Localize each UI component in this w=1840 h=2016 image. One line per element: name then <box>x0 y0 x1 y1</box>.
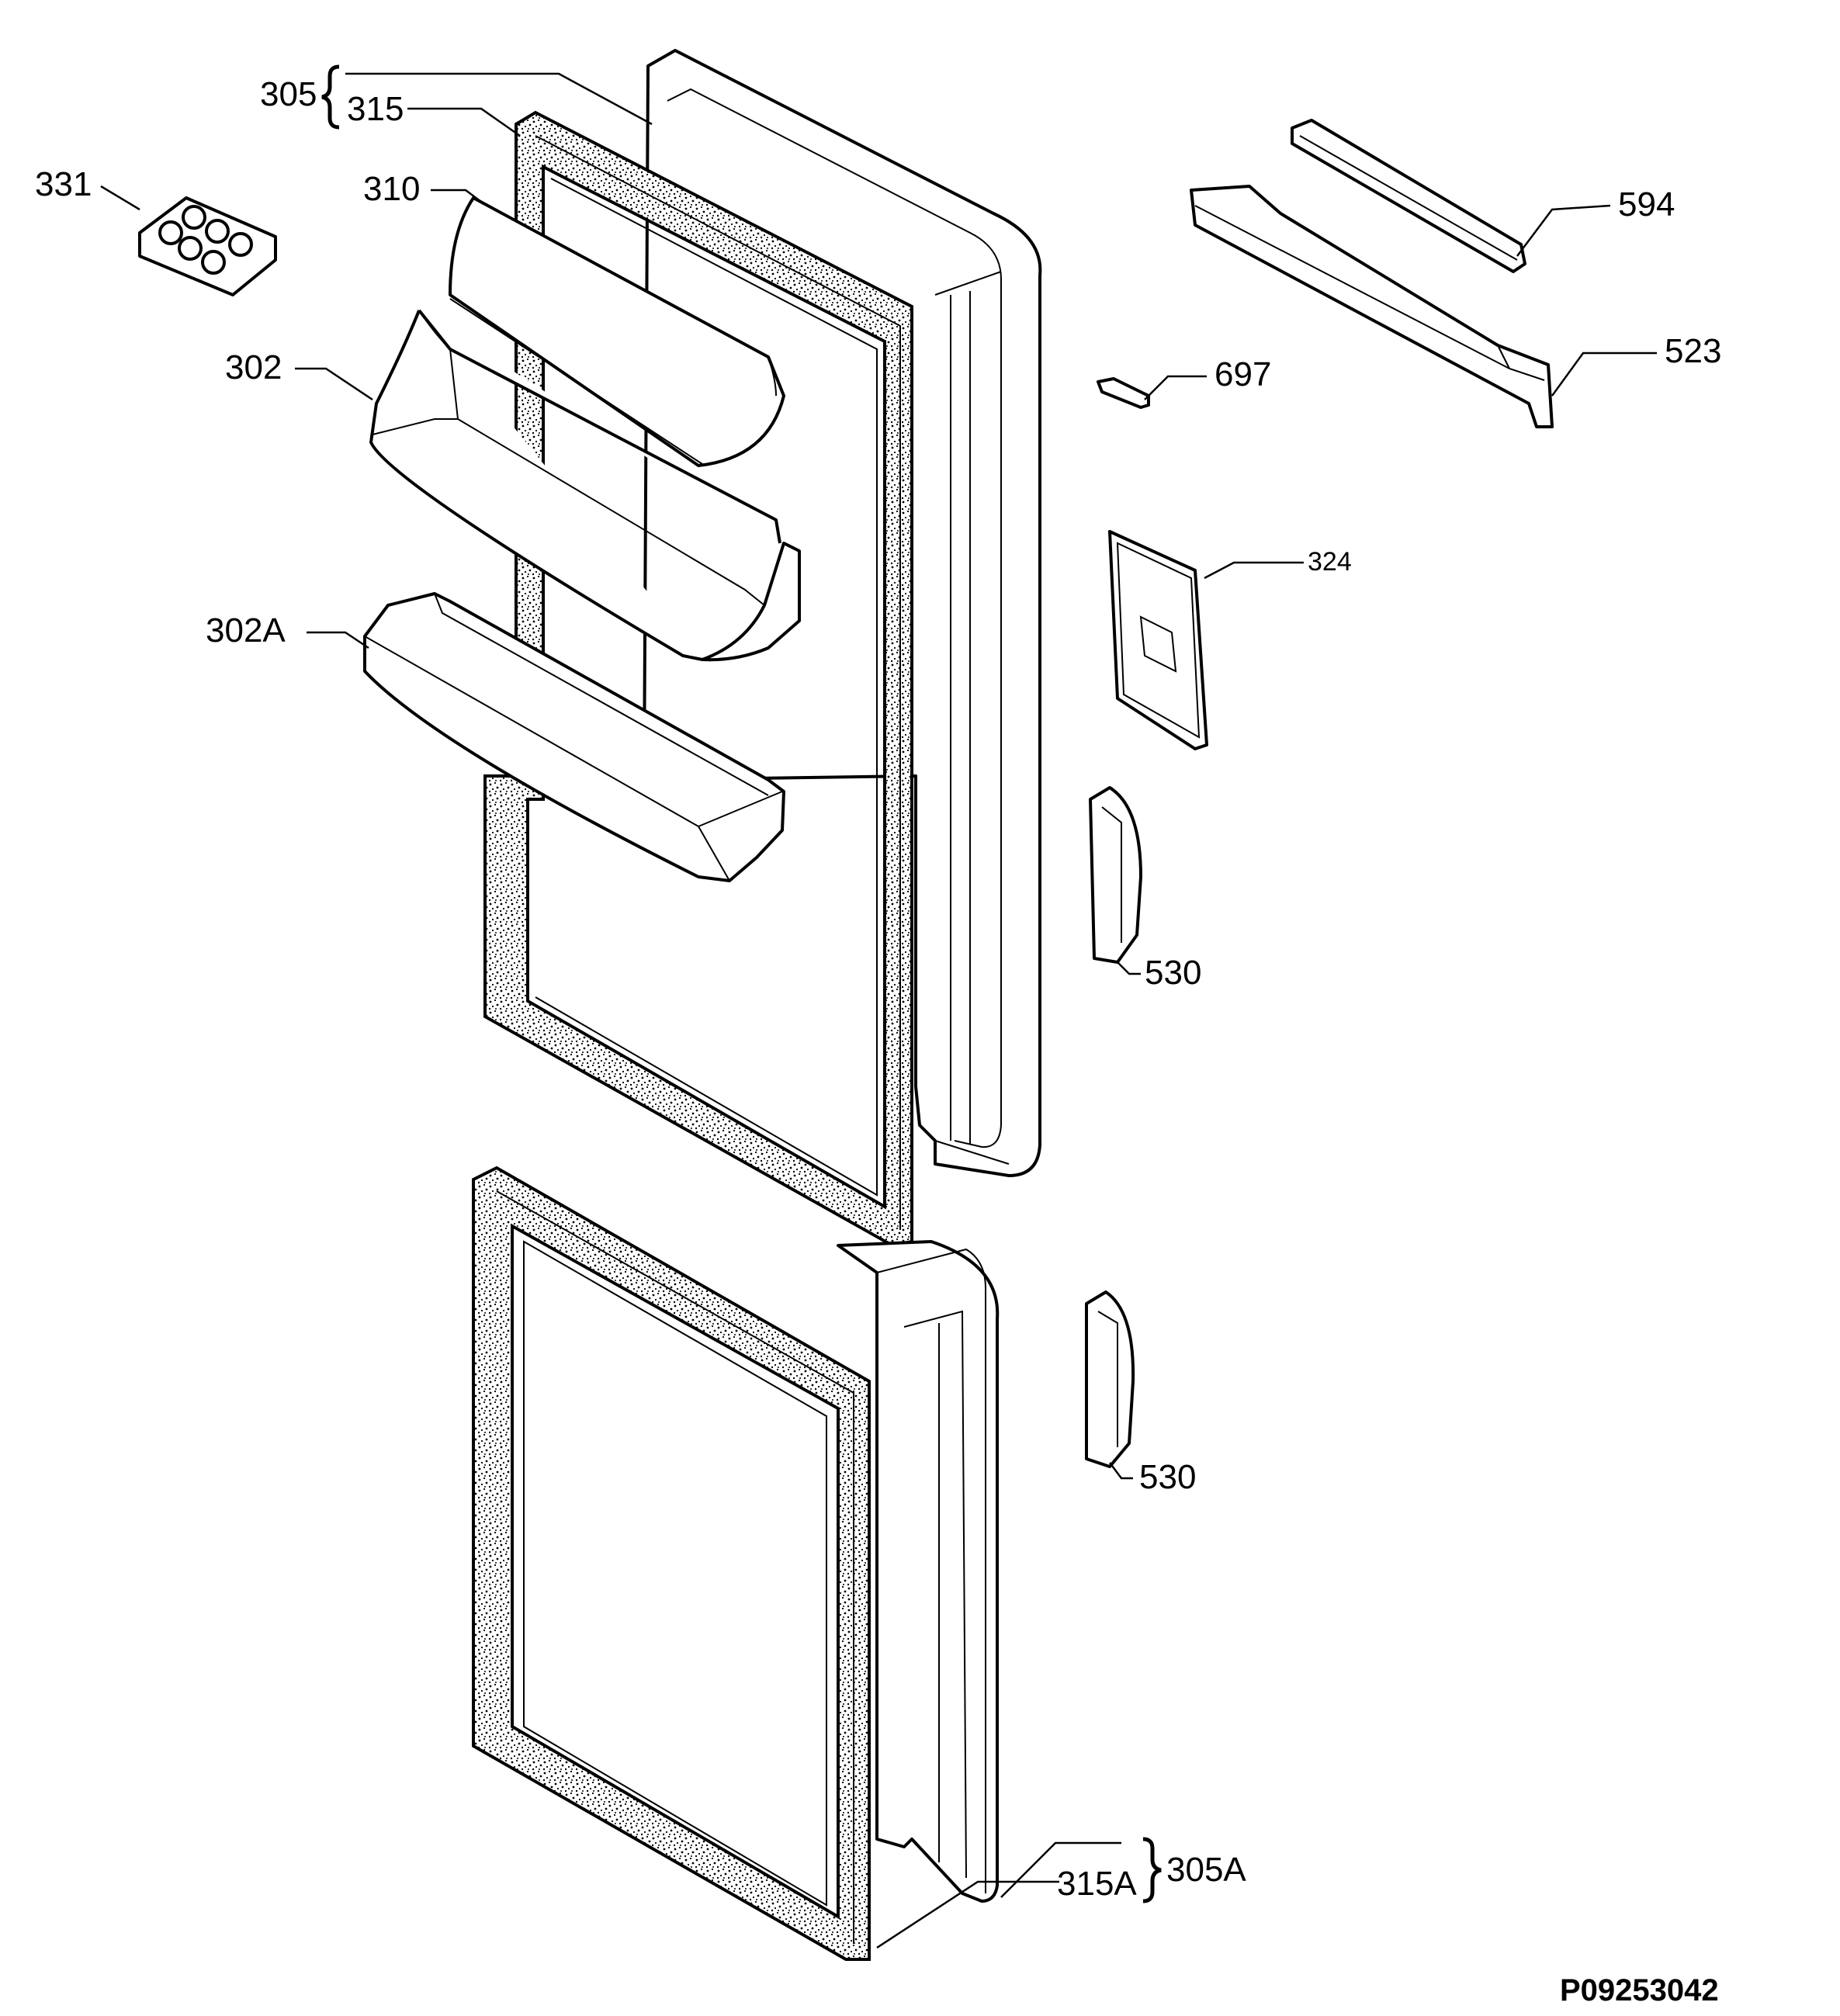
lower-gasket <box>472 1166 871 1961</box>
part-302-door-shelf <box>369 309 801 662</box>
label-331: 331 <box>35 165 92 203</box>
part-302A-door-shelf <box>363 592 785 882</box>
label-305: 305 <box>260 75 317 113</box>
part-331-egg-tray <box>138 196 277 296</box>
part-594-handle-cover <box>1291 119 1526 273</box>
label-305A: 305A <box>1166 1851 1246 1889</box>
part-530-lower-handle <box>1085 1290 1135 1468</box>
brace-305 <box>321 64 340 130</box>
leader-lines <box>100 72 1657 1949</box>
label-697: 697 <box>1215 355 1271 393</box>
brace-305A <box>1142 1837 1162 1903</box>
part-530-upper-handle <box>1089 786 1142 964</box>
label-315: 315 <box>347 90 404 128</box>
label-594: 594 <box>1618 185 1675 223</box>
upper-door <box>643 49 1042 1177</box>
part-324-plate <box>1108 530 1208 750</box>
part-310-shelf-cover <box>449 196 785 467</box>
label-302: 302 <box>225 348 282 386</box>
label-324: 324 <box>1308 547 1352 577</box>
figure-id: P09253042 <box>1560 1973 1719 2007</box>
lower-door <box>837 1240 1000 1903</box>
label-530-lower: 530 <box>1139 1458 1196 1496</box>
label-523: 523 <box>1665 332 1721 370</box>
part-697-clip <box>1097 377 1150 409</box>
label-530-upper: 530 <box>1145 954 1201 992</box>
label-302A: 302A <box>206 611 286 649</box>
label-310: 310 <box>363 170 420 208</box>
part-523-handle-bar <box>1190 185 1554 428</box>
label-315A: 315A <box>1057 1865 1137 1903</box>
